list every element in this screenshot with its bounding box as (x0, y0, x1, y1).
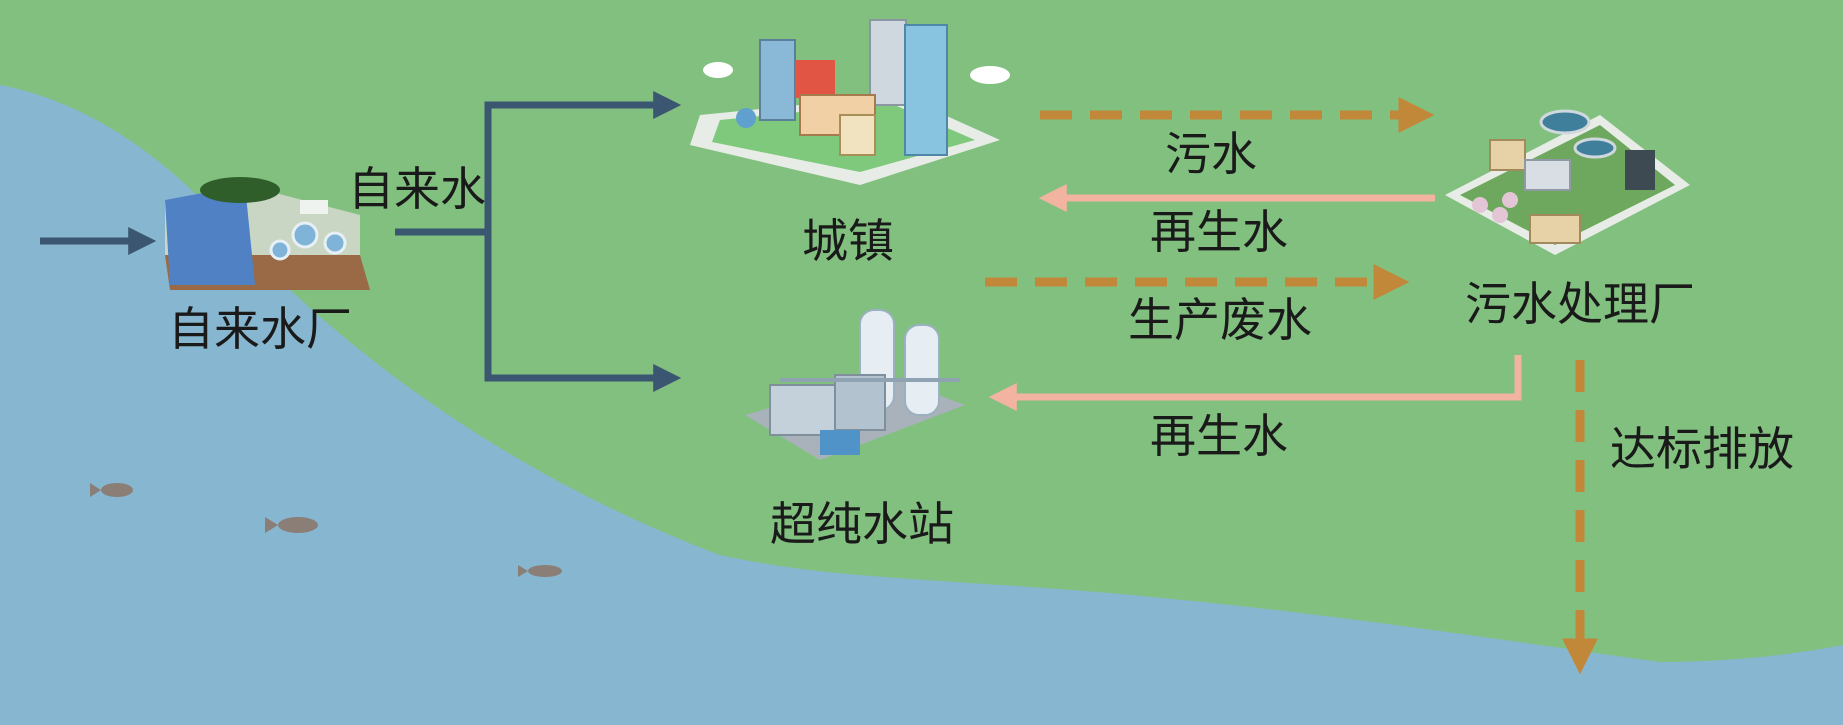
flow-label-reclaimed-to-station: 再生水 (1150, 409, 1288, 463)
fish-icon (90, 483, 133, 497)
tap-water-arrow-to-station (484, 232, 682, 392)
town-icon (690, 19, 1010, 185)
reclaimed-water-arrow-to-station (988, 355, 1522, 411)
flow-label-compliant-discharge: 达标排放 (1610, 422, 1794, 476)
treatment-plant-icon (1445, 109, 1690, 255)
node-label-treatment-plant: 污水处理厂 (1465, 277, 1695, 331)
fish-icon (265, 517, 318, 533)
ultrapure-station-icon (745, 309, 965, 460)
node-label-waterworks: 自来水厂 (168, 302, 352, 356)
flow-label-production-wastewater: 生产废水 (1128, 293, 1312, 347)
tap-water-arrow-to-town (395, 91, 682, 236)
node-label-ultrapure-station: 超纯水站 (770, 497, 954, 551)
flow-label-reclaimed-to-town: 再生水 (1150, 205, 1288, 259)
node-label-town: 城镇 (802, 214, 894, 268)
fish-icon (518, 565, 562, 577)
flow-label-tap-water: 自来水 (348, 162, 486, 216)
flow-label-sewage: 污水 (1165, 127, 1257, 181)
waterworks-icon (165, 177, 370, 290)
